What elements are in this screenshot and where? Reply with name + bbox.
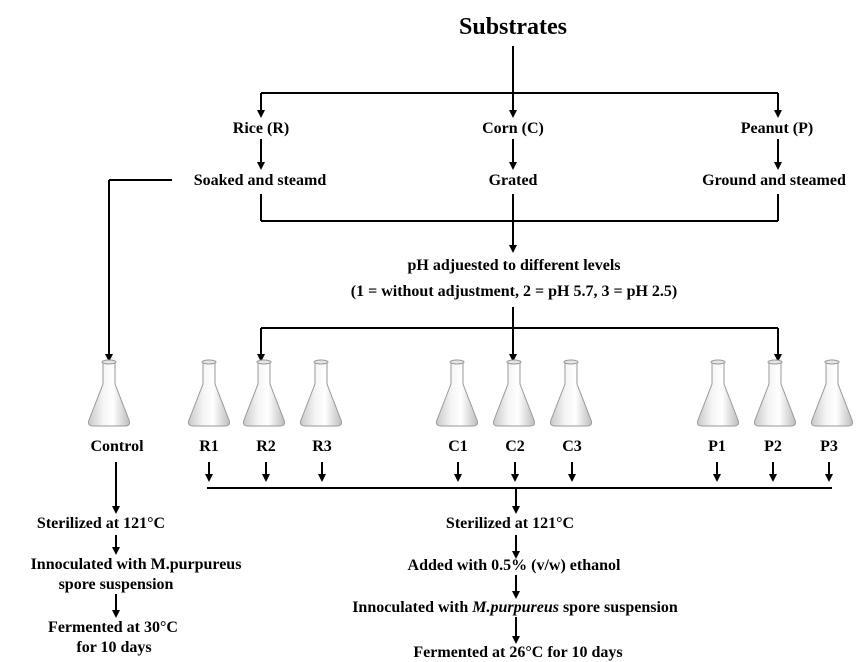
flask-icon-r2 (243, 359, 285, 427)
ph-step-line1: pH adjuested to different levels (407, 257, 621, 274)
flask-label-c2: C2 (505, 438, 525, 455)
sample-inoculate-species: M.purpureus (472, 599, 559, 616)
flask-icon-r1 (188, 359, 230, 427)
flask-label-control: Control (90, 438, 144, 455)
treatment-peanut: Ground and steamed (702, 172, 846, 189)
substrate-peanut: Peanut (P) (740, 120, 814, 137)
flask-icon-c3 (550, 359, 592, 427)
flask-label-c1: C1 (448, 438, 468, 455)
substrate-rice: Rice (R) (232, 120, 290, 137)
treatment-corn: Grated (488, 172, 538, 189)
diagram-title: Substrates (458, 14, 568, 40)
flask-icon-r3 (300, 359, 342, 427)
substrate-corn: Corn (C) (482, 120, 544, 137)
flask-icon-c2 (493, 359, 535, 427)
flask-label-r1: R1 (199, 438, 219, 455)
control-ferment-line2: for 10 days (76, 639, 152, 656)
flask-icon-c1 (436, 359, 478, 427)
sample-ethanol-step: Added with 0.5% (v/w) ethanol (407, 557, 621, 574)
flask-label-p3: P3 (820, 438, 838, 455)
ph-step-line2: (1 = without adjustment, 2 = pH 5.7, 3 =… (350, 283, 678, 300)
flask-label-c3: C3 (562, 438, 582, 455)
control-sterilize-step: Sterilized at 121°C (36, 515, 166, 532)
flask-icon-p2 (754, 359, 796, 427)
sample-sterilize-step: Sterilized at 121°C (445, 515, 575, 532)
control-inoculate-line2: spore suspension (58, 576, 174, 593)
flask-label-p2: P2 (764, 438, 782, 455)
control-inoculate-line1: Innoculated with M.purpureus (30, 556, 242, 573)
sample-inoculate-suffix: spore suspension (558, 599, 678, 616)
sample-inoculate-step: Innoculated with M.purpureus spore suspe… (352, 598, 678, 617)
flask-label-r3: R3 (312, 438, 332, 455)
sample-ferment-step: Fermented at 26°C for 10 days (413, 644, 623, 661)
control-ferment-line1: Fermented at 30°C (48, 619, 178, 636)
flask-label-p1: P1 (708, 438, 726, 455)
flask-icon-p1 (697, 359, 739, 427)
sample-inoculate-prefix: Innoculated with (352, 599, 473, 616)
flask-icon-p3 (811, 359, 853, 427)
flask-label-r2: R2 (256, 438, 276, 455)
flask-icon-control (88, 359, 130, 427)
treatment-rice: Soaked and steamd (193, 172, 327, 189)
